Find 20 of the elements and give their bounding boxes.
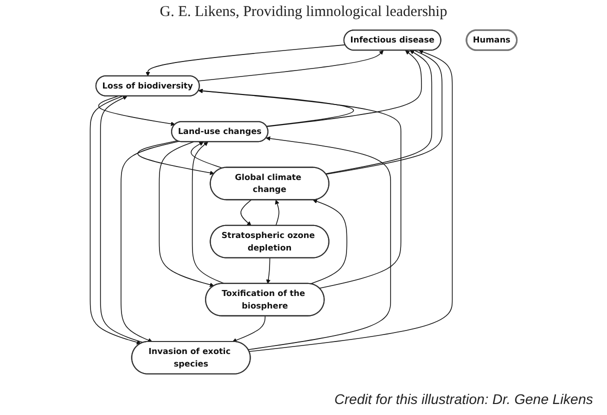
arrow — [137, 140, 214, 176]
arrow — [266, 258, 271, 284]
arrow — [248, 50, 453, 352]
title: G. E. Likens, Providing limnological leadership — [158, 4, 448, 21]
arrow — [266, 50, 422, 127]
arrow — [248, 136, 391, 350]
arrow — [90, 96, 142, 344]
arrow — [120, 141, 180, 342]
arrow — [100, 96, 144, 343]
arrow — [158, 142, 214, 287]
arrow — [198, 50, 384, 82]
caption: Credit for this illustration: Dr. Gene Likens — [334, 391, 593, 407]
arrow — [190, 142, 224, 168]
arrow — [240, 200, 252, 226]
arrow — [275, 200, 280, 226]
arrow — [232, 316, 266, 342]
arrow — [310, 199, 348, 284]
arrow — [198, 88, 402, 289]
arrow — [146, 44, 346, 76]
arrow — [98, 96, 176, 126]
